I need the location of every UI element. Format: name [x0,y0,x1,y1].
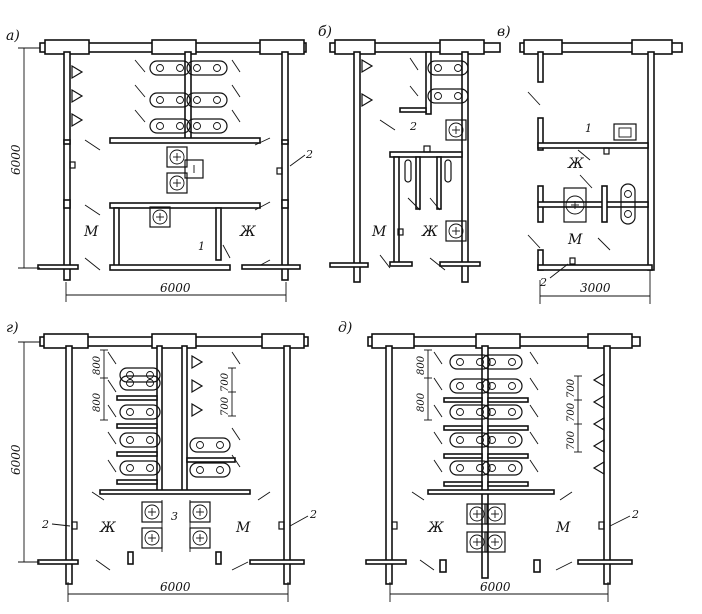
plan-d: д) [338,320,641,602]
plan-a: а) [6,28,313,302]
plan-d-dim-width: 6000 [480,580,511,594]
plan-d-dim-800b: 800 [416,392,427,412]
plan-d-callout-2: 2 [631,508,639,521]
plan-g-dim-700b: 700 [220,396,231,416]
plan-g-callout-3: 3 [171,510,178,523]
plan-d-dim-700c: 700 [566,430,577,450]
plan-a-right-wall [281,51,289,281]
plan-g-dim-width: 6000 [160,580,191,594]
plan-g-dim-800a: 800 [92,355,103,375]
plan-a-dim-height: 6000 [9,144,23,175]
plan-v-letter: в) [497,24,511,40]
plan-a-room-zh: Ж [239,224,257,240]
plan-g-room-m: М [235,520,251,536]
plan-v-callout-1: 1 [585,122,592,135]
plan-a-room-m: М [83,224,99,240]
plan-b-callout-2: 2 [409,120,417,133]
plan-v: в) 1 Ж М 2 3000 [497,24,683,304]
plan-g-room-zh: Ж [99,520,117,536]
plan-d-dim-700a: 700 [566,378,577,398]
plan-a-dim-width: 6000 [160,281,191,295]
plan-b-letter: б) [318,24,332,40]
plan-b-room-zh: Ж [421,224,439,240]
plan-g-dim-height: 6000 [9,444,23,475]
plan-a-letter: а) [6,28,20,44]
plan-d-room-m: М [555,520,571,536]
plan-d-dim-700b: 700 [566,402,577,422]
plan-v-room-m: М [567,232,583,248]
plan-v-room-zh: Ж [567,156,585,172]
plan-a-left-wall [63,51,71,281]
plan-g-dim-800b: 800 [92,392,103,412]
plan-g-letter: г) [6,320,19,336]
plan-g-dim-700a: 700 [220,372,231,392]
plan-b: б) М Ж 2 [318,24,501,283]
plan-d-letter: д) [338,320,352,336]
plan-b-room-m: М [371,224,387,240]
plan-g-callout-2a: 2 [41,518,49,531]
plan-v-dim-width: 3000 [580,281,611,295]
plan-v-callout-2: 2 [539,276,547,289]
plan-d-dim-800a: 800 [416,355,427,375]
plan-g-callout-2b: 2 [309,508,317,521]
plan-a-callout-1: 1 [198,240,205,253]
plan-a-callout-2: 2 [305,148,313,161]
plan-g: г) [6,320,317,602]
plan-d-room-zh: Ж [427,520,445,536]
